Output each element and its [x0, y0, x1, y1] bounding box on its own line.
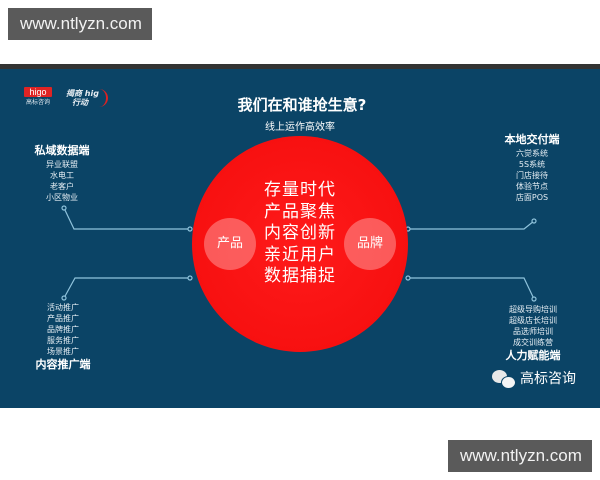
group-item: 活动推广 — [47, 303, 79, 312]
center-line: 数据捕捉 — [264, 266, 336, 286]
group-content-promotion: 活动推广 产品推广 品牌推广 服务推广 场景推广 内容推广端 — [28, 302, 98, 373]
group-local-delivery: 本地交付端 六觉系统 5S系统 门店接待 体验节点 店面POS — [500, 132, 564, 203]
group-item: 5S系统 — [518, 160, 546, 169]
top-strip — [0, 64, 600, 69]
bubble-brand: 品牌 — [344, 218, 396, 270]
group-item: 超级店长培训 — [509, 316, 557, 325]
wechat-icon — [492, 369, 516, 389]
center-circle: 产品 品牌 存量时代 产品聚焦 内容创新 亲近用户 数据捕捉 — [192, 136, 408, 352]
center-line: 内容创新 — [264, 223, 336, 243]
group-item: 水电工 — [50, 171, 74, 180]
connector-top-left — [63, 207, 190, 230]
group-title: 内容推广端 — [35, 358, 91, 371]
higo-logo: higo 高标咨询 — [24, 87, 52, 111]
group-item: 品牌推广 — [47, 325, 79, 334]
group-title: 私域数据端 — [34, 144, 90, 157]
footer-brand-label: 高标咨询 — [520, 371, 576, 387]
group-item: 成交训练营 — [513, 338, 553, 347]
group-item: 体验节点 — [516, 182, 548, 191]
connector-bottom-left — [63, 277, 190, 299]
action-logo-line1: 揭商 hig — [66, 89, 99, 98]
group-item: 小区物业 — [46, 193, 78, 202]
connector-bottom-right — [408, 277, 535, 300]
group-item: 门店接待 — [516, 171, 548, 180]
center-line: 亲近用户 — [264, 244, 336, 265]
group-hr-empowerment: 超级导购培训 超级店长培训 品选师培训 成交训练营 人力赋能端 — [498, 304, 568, 364]
action-logo: 揭商 hig 行动 — [66, 89, 108, 109]
group-item: 场景推广 — [47, 347, 79, 356]
group-item: 产品推广 — [47, 314, 79, 323]
center-text: 存量时代 产品聚焦 内容创新 亲近用户 数据捕捉 — [192, 180, 408, 288]
group-private-data: 私域数据端 异业联盟 水电工 老客户 小区物业 — [30, 143, 94, 203]
diagram-title: 我们在和谁抢生意? — [237, 96, 367, 114]
diagram-banner: higo 高标咨询 揭商 hig 行动 我们在和谁抢生意? 线上运作高效率 私域… — [0, 64, 600, 408]
group-item: 六觉系统 — [516, 149, 548, 158]
connector-dot — [531, 296, 537, 302]
group-item: 超级导购培训 — [509, 305, 557, 314]
connector-dot — [61, 295, 67, 301]
group-title: 人力赋能端 — [505, 349, 561, 362]
group-item: 品选师培训 — [513, 327, 553, 336]
footer-brand: 高标咨询 — [492, 368, 576, 390]
diagram-subtitle: 线上运作高效率 — [265, 122, 335, 133]
group-title: 本地交付端 — [504, 133, 560, 146]
connector-dot — [61, 205, 67, 211]
group-item: 店面POS — [515, 193, 549, 202]
connector-dot — [187, 275, 193, 281]
connector-dot — [405, 275, 411, 281]
arc-icon — [96, 89, 108, 107]
bubble-product: 产品 — [204, 218, 256, 270]
group-item: 服务推广 — [47, 336, 79, 345]
watermark-bottom: www.ntlyzn.com — [448, 440, 592, 472]
group-item: 老客户 — [50, 182, 74, 191]
connector-top-right — [408, 220, 535, 230]
higo-logo-subtitle: 高标咨询 — [25, 99, 50, 106]
center-line: 产品聚焦 — [264, 201, 336, 222]
group-item: 异业联盟 — [46, 160, 78, 169]
watermark-top: www.ntlyzn.com — [8, 8, 152, 40]
center-line: 存量时代 — [264, 180, 336, 200]
higo-logo-mark: higo — [24, 87, 52, 97]
action-logo-line2: 行动 — [72, 98, 88, 107]
connector-dot — [531, 218, 537, 224]
